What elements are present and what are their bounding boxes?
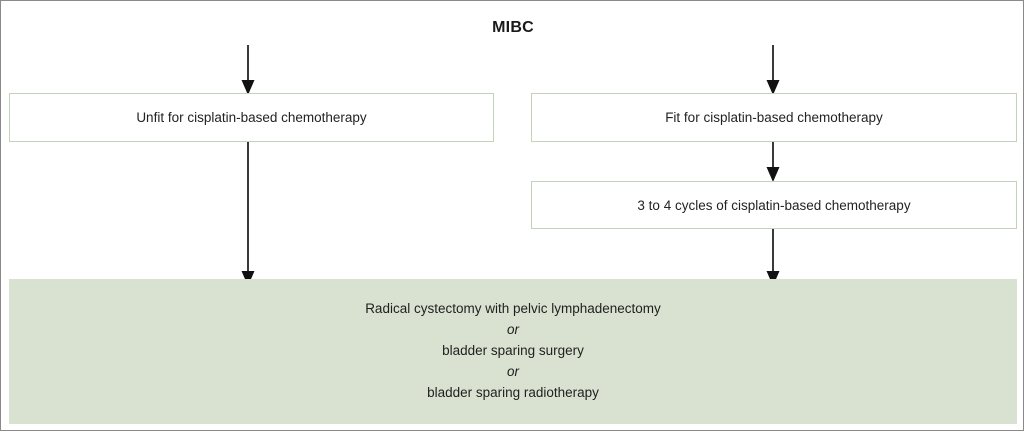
node-fit-label: Fit for cisplatin-based chemotherapy <box>665 110 883 125</box>
arrow-title-to-unfit <box>239 45 257 95</box>
arrow-fit-to-cycles <box>764 142 782 182</box>
arrow-cycles-to-treatment <box>764 229 782 286</box>
panel-definitive-treatment: Radical cystectomy with pelvic lymphaden… <box>9 279 1017 424</box>
node-unfit-label: Unfit for cisplatin-based chemotherapy <box>136 110 367 125</box>
node-fit-for-cisplatin: Fit for cisplatin-based chemotherapy <box>531 93 1017 142</box>
treatment-separator-or-2: or <box>506 363 519 379</box>
treatment-separator-or-1: or <box>506 322 519 338</box>
node-cycles-label: 3 to 4 cycles of cisplatin-based chemoth… <box>637 197 911 213</box>
node-three-to-four-cycles: 3 to 4 cycles of cisplatin-based chemoth… <box>531 181 1017 229</box>
page-title: MIBC <box>492 19 534 36</box>
arrow-unfit-to-treatment <box>239 142 257 286</box>
treatment-option-bladder-sparing-radiotherapy: bladder sparing radiotherapy <box>427 384 599 400</box>
node-unfit-for-cisplatin: Unfit for cisplatin-based chemotherapy <box>9 93 494 142</box>
treatment-option-bladder-sparing-surgery: bladder sparing surgery <box>442 343 584 359</box>
treatment-option-radical-cystectomy: Radical cystectomy with pelvic lymphaden… <box>365 301 661 317</box>
arrow-title-to-fit <box>764 45 782 95</box>
